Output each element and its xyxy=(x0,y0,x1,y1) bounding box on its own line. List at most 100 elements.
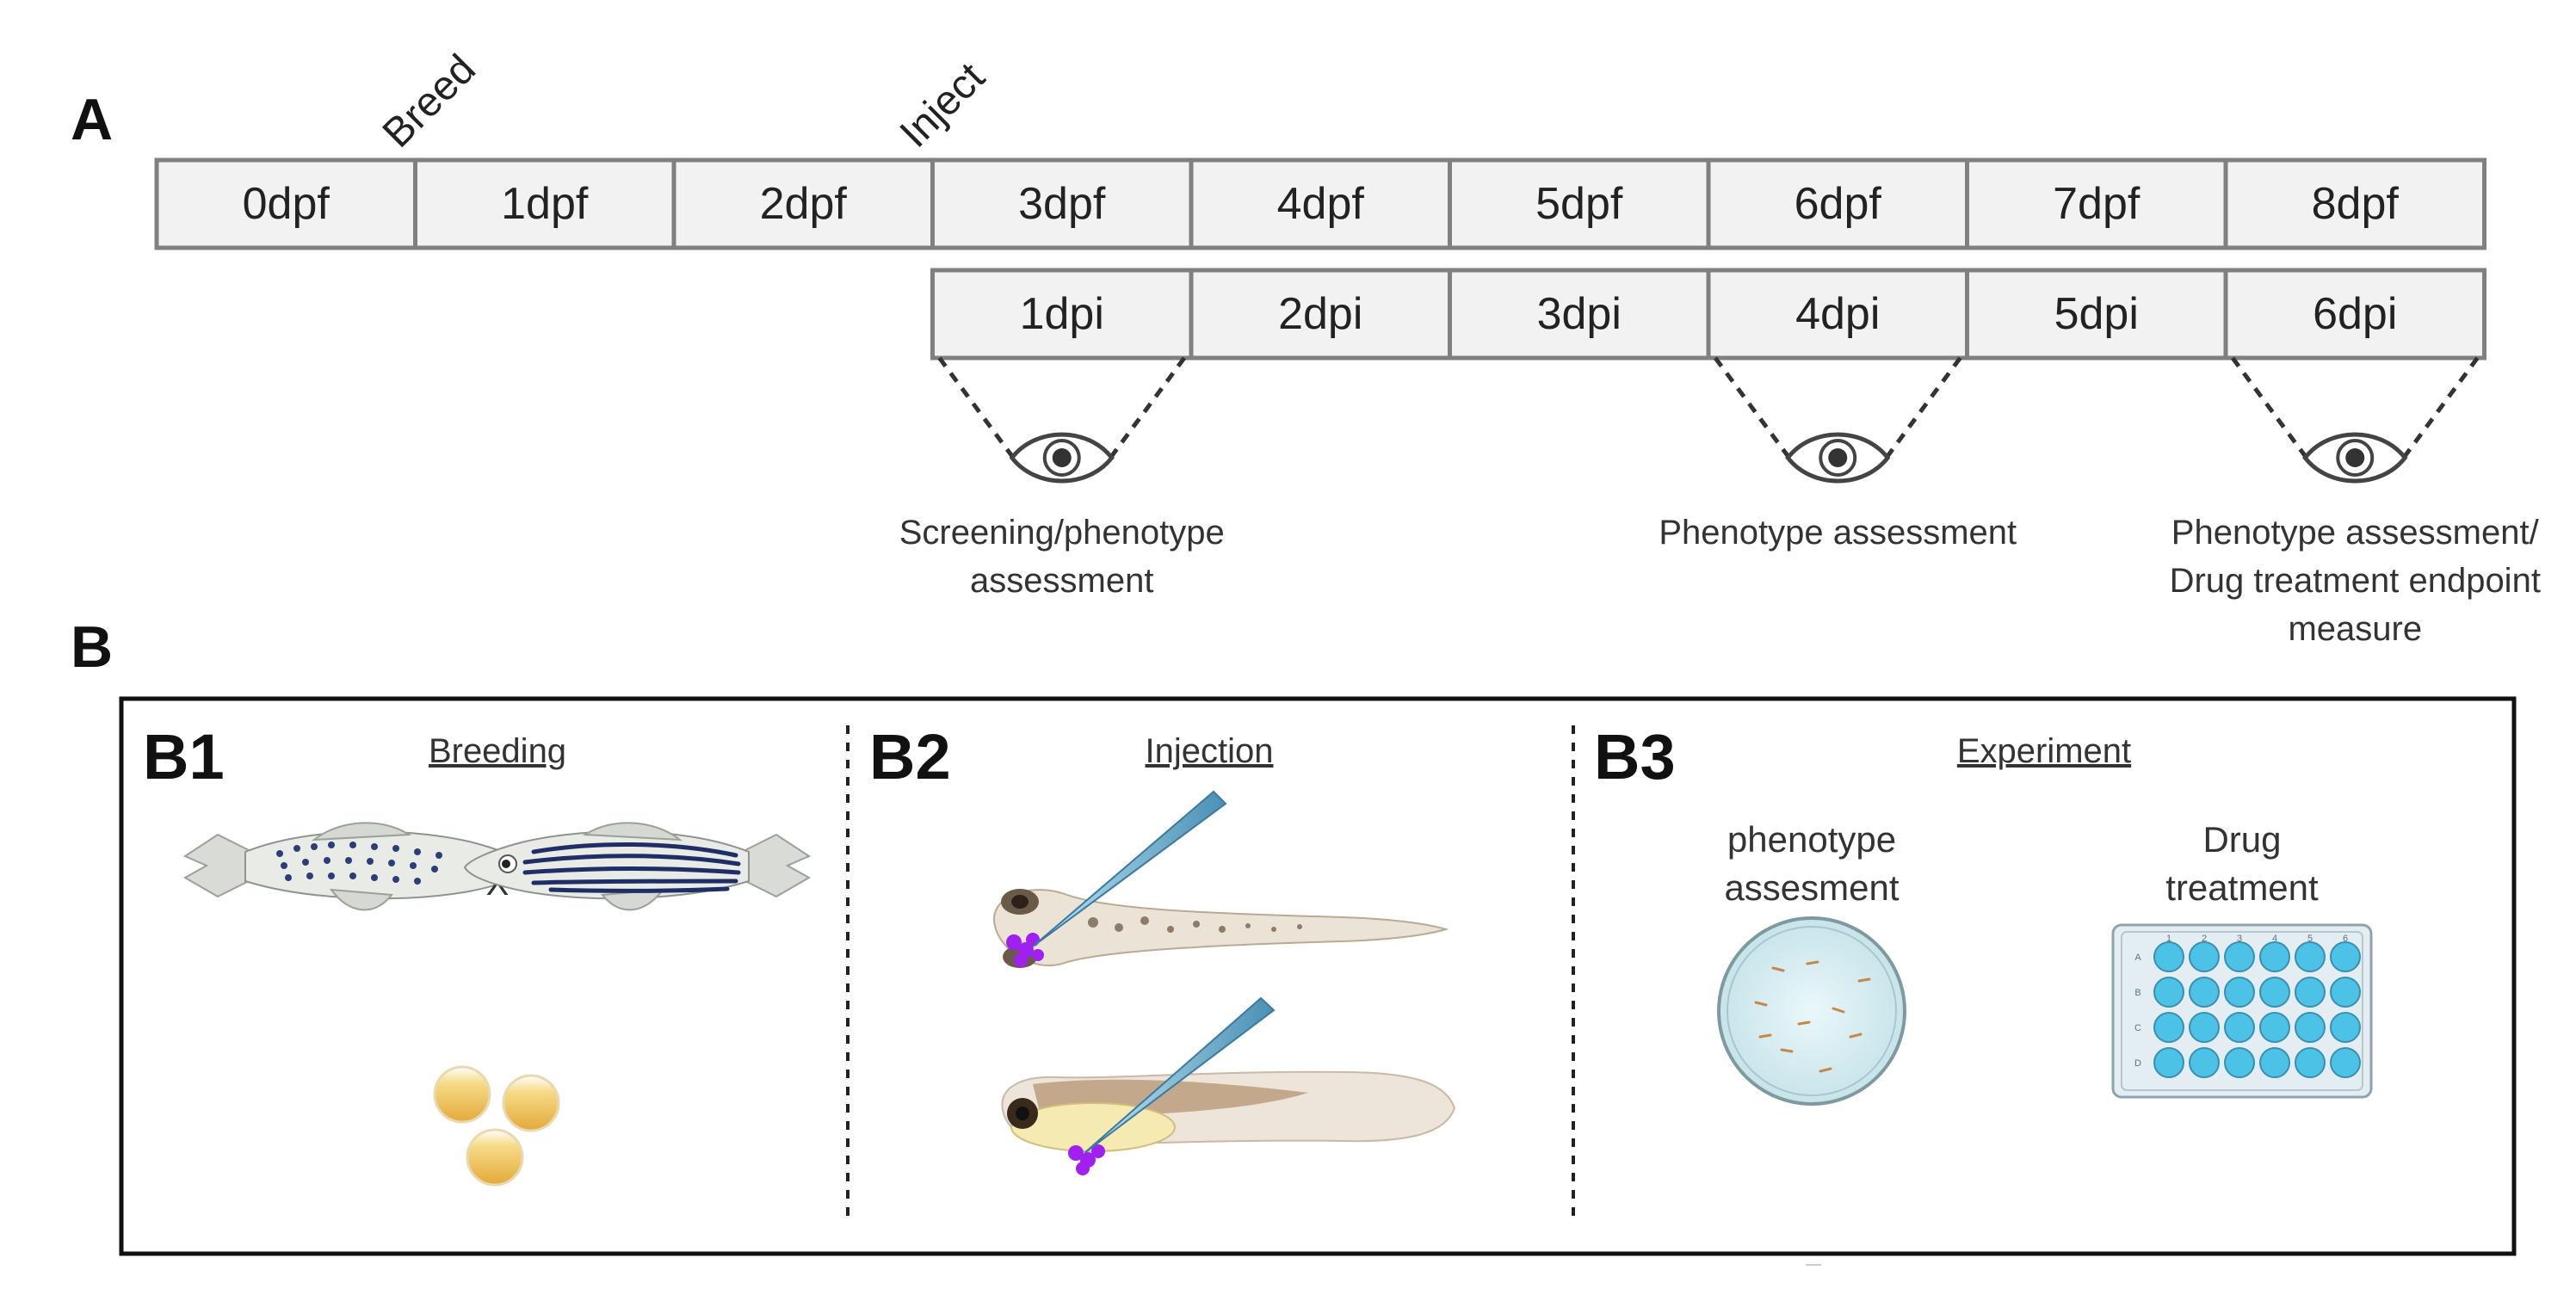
plate-well xyxy=(2153,977,2184,1008)
panel-b-label: B xyxy=(71,614,113,680)
eye-icon xyxy=(1009,432,1115,484)
observation-caption: Phenotype assessment/ xyxy=(2171,514,2540,552)
dpi-cell: 5dpi xyxy=(1965,268,2228,361)
dpf-cell: 2dpf xyxy=(671,157,935,250)
dpf-label: 6dpf xyxy=(1795,179,1882,229)
plate-well xyxy=(2153,1012,2184,1043)
plate-well xyxy=(2224,941,2255,972)
b3-item-label: treatment xyxy=(2165,867,2319,908)
b3-item-label: phenotype xyxy=(1727,819,1896,860)
b3-item-labels: phenotype assesment Drug treatment xyxy=(1724,819,2319,908)
b3-item-label: Drug xyxy=(2202,819,2281,860)
dpi-label: 2dpi xyxy=(1278,289,1362,339)
plate-well xyxy=(2153,1047,2184,1078)
dpi-cell: 1dpi xyxy=(930,268,1194,361)
b3-title: Experiment xyxy=(1957,732,2131,770)
observation-caption: Drug treatment endpoint xyxy=(2170,562,2541,600)
plate-well xyxy=(2189,977,2220,1008)
dpf-label: 1dpf xyxy=(501,179,589,229)
dpf-cell: 4dpf xyxy=(1189,157,1452,250)
plate-col-label: 3 xyxy=(2237,934,2242,944)
dpf-label: 0dpf xyxy=(243,179,330,229)
petri-dish-icon xyxy=(1717,916,1906,1106)
larva-dorsal-injection-icon xyxy=(992,889,1449,968)
observation-caption: Phenotype assessment xyxy=(1659,514,2017,552)
dpf-cell: 8dpf xyxy=(2223,157,2486,250)
b2-title: Injection xyxy=(1146,732,1274,770)
dpi-cell: 4dpi xyxy=(1706,268,1969,361)
event-label: Breed xyxy=(374,46,485,157)
dpi-label: 1dpi xyxy=(1020,289,1104,339)
dpi-cell: 3dpi xyxy=(1448,268,1711,361)
plate-well xyxy=(2259,941,2290,972)
dpi-cell: 6dpi xyxy=(2223,268,2486,361)
dpi-label: 5dpi xyxy=(2054,289,2139,339)
observation-caption: measure xyxy=(2288,610,2422,648)
panel-b-frame xyxy=(119,696,2517,1256)
larva-lateral-injection-icon xyxy=(1001,996,1456,1175)
timeline-events: Breed Inject xyxy=(374,46,994,157)
plate-well xyxy=(2330,1047,2361,1078)
embryo-eggs-icon xyxy=(433,1065,560,1187)
observation-point: Phenotype assessment xyxy=(1659,356,2017,552)
plate-row-label: B xyxy=(2134,988,2140,998)
dpi-row: 1dpi 2dpi 3dpi 4dpi 5dpi 6dpi xyxy=(930,268,2486,361)
plate-col-label: 6 xyxy=(2343,934,2348,944)
b3-item-label: assesment xyxy=(1724,867,1899,908)
dpf-label: 5dpf xyxy=(1535,179,1623,229)
zebrafish-striped-icon xyxy=(463,822,812,911)
dpf-label: 3dpf xyxy=(1018,179,1106,229)
observation-points: Screening/phenotype assessment Phenotype a… xyxy=(899,356,2541,648)
plate-well xyxy=(2259,977,2290,1008)
plate-well xyxy=(2259,1047,2290,1078)
injection-needle-icon xyxy=(1032,790,1227,947)
plate-well xyxy=(2295,1012,2326,1043)
dpf-label: 2dpf xyxy=(760,179,848,229)
dpf-cell: 6dpf xyxy=(1706,157,1969,250)
plate-row-label: D xyxy=(2134,1058,2141,1069)
plate-well xyxy=(2189,1047,2220,1078)
dpf-cell: 0dpf xyxy=(154,157,417,250)
observation-point: Screening/phenotype assessment xyxy=(899,356,1225,600)
plate-well xyxy=(2330,977,2361,1008)
plate-row-label: C xyxy=(2134,1023,2141,1033)
dpf-label: 8dpf xyxy=(2312,179,2400,229)
eye-icon xyxy=(2302,432,2408,484)
dpi-label: 3dpi xyxy=(1537,289,1622,339)
observation-caption: Screening/phenotype xyxy=(899,514,1225,552)
plate-row-label: A xyxy=(2134,953,2141,963)
plate-well xyxy=(2153,941,2184,972)
dpi-cell: 2dpi xyxy=(1189,268,1452,361)
b3-tag: B3 xyxy=(1594,721,1676,792)
b2-tag: B2 xyxy=(869,721,951,792)
plate-well xyxy=(2330,941,2361,972)
plate-col-label: 2 xyxy=(2202,934,2207,944)
observation-point: Phenotype assessment/Drug treatment endp… xyxy=(2170,356,2541,648)
plate-well xyxy=(2295,941,2326,972)
dpi-label: 6dpi xyxy=(2313,289,2397,339)
plate-well xyxy=(2295,1047,2326,1078)
dpf-cell: 3dpf xyxy=(930,157,1194,250)
plate-well xyxy=(2295,977,2326,1008)
zebrafish-spotted-icon xyxy=(182,822,531,911)
dpf-label: 4dpf xyxy=(1277,179,1365,229)
plate-well xyxy=(2189,1012,2220,1043)
dpf-cell: 1dpf xyxy=(413,157,676,250)
plate-col-label: 5 xyxy=(2307,934,2313,944)
dpi-label: 4dpi xyxy=(1795,289,1880,339)
plate-well xyxy=(2224,1012,2255,1043)
plate-well xyxy=(2224,977,2255,1008)
event-label: Inject xyxy=(892,54,994,157)
plate-col-label: 4 xyxy=(2272,934,2277,944)
panel-a-label: A xyxy=(71,87,113,152)
b1-tag: B1 xyxy=(143,721,225,792)
plate-well xyxy=(2330,1012,2361,1043)
plate-well xyxy=(2224,1047,2255,1078)
observation-caption: assessment xyxy=(970,562,1153,600)
plate-col-label: 1 xyxy=(2166,934,2171,944)
eye-icon xyxy=(1785,432,1891,484)
b1-title: Breeding xyxy=(429,732,566,770)
plate-well xyxy=(2189,941,2220,972)
